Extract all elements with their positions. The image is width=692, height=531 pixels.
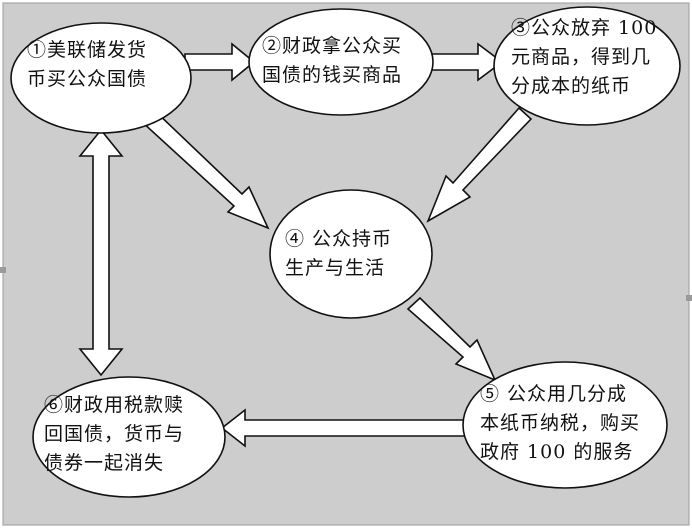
node-6-ellipse [32, 376, 226, 498]
node-3-line-3: 分成本的纸币 [511, 75, 632, 97]
node-5-ellipse [462, 361, 668, 489]
arrow-n1-to-n2 [184, 42, 256, 82]
node-1-label: ①美联储发货 币买公众国债 [27, 36, 147, 94]
node-4-label: ④ 公众持币 生产与生活 [285, 225, 392, 283]
node-6-line-2: 回国债，货币与 [44, 423, 185, 445]
arrow-n3-to-n4 [426, 106, 533, 223]
node-5-line-1: ⑤ 公众用几分成 [480, 383, 628, 405]
node-2-line-2: 国债的钱买商品 [262, 64, 403, 86]
node-2-ellipse [248, 8, 434, 116]
arrow-n2-to-n3 [429, 42, 504, 82]
node-5-label: ⑤ 公众用几分成 本纸币纳税，购买 政府 100 的服务 [480, 380, 640, 467]
node-1-line-1: ①美联储发货 [27, 39, 148, 61]
node-4-ellipse [269, 189, 433, 319]
resize-handle-left[interactable] [0, 267, 6, 273]
node-3-line-1: ③公众放弃 100 [511, 17, 658, 39]
node-5-line-2: 本纸币纳税，购买 [480, 412, 641, 434]
node-6-line-1: ⑥财政用税款赎 [44, 394, 185, 416]
node-3-label: ③公众放弃 100 元商品，得到几 分成本的纸币 [511, 14, 657, 101]
node-2-label: ②财政拿公众买 国债的钱买商品 [262, 32, 402, 90]
resize-handle-right[interactable] [686, 295, 692, 301]
arrow-n5-to-n6 [220, 408, 476, 448]
node-3-line-2: 元商品，得到几 [511, 46, 652, 68]
node-4-line-2: 生产与生活 [285, 257, 386, 279]
node-3-ellipse [493, 6, 681, 126]
node-5-line-3: 政府 100 的服务 [480, 441, 634, 463]
node-6-line-3: 债券一起消失 [44, 452, 165, 474]
node-4-line-1: ④ 公众持币 [285, 228, 393, 250]
node-2-line-1: ②财政拿公众买 [262, 35, 403, 57]
arrow-n1-to-n4 [139, 107, 270, 230]
node-6-label: ⑥财政用税款赎 回国债，货币与 债券一起消失 [44, 391, 184, 478]
node-1-ellipse [10, 22, 192, 134]
arrow-n4-to-n5 [406, 296, 497, 382]
node-1-line-2: 币买公众国债 [27, 68, 148, 90]
arrow-n1-n6-bidirectional [78, 128, 124, 377]
